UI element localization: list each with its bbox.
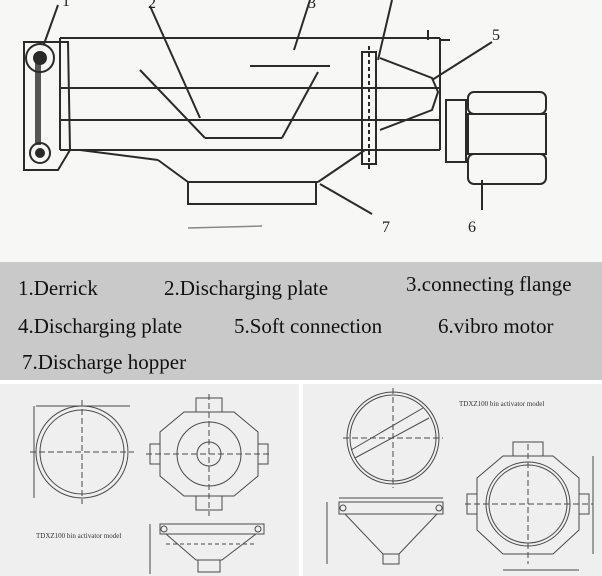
separator-vertical bbox=[299, 384, 303, 576]
inner-cone-right bbox=[281, 71, 319, 139]
inner-cone-left bbox=[139, 69, 206, 139]
legend-item-derrick: 1.Derrick bbox=[18, 276, 98, 300]
legend-item-vibro-motor: 6.vibro motor bbox=[438, 314, 554, 338]
drawing-left-svg: TDXZ100 bin activator model bbox=[30, 394, 272, 574]
legend-item-soft-connection: 5.Soft connection bbox=[234, 314, 383, 338]
derrick-wheel-bottom bbox=[29, 142, 51, 164]
legend-item-discharging-plate-2: 2.Discharging plate bbox=[164, 276, 329, 300]
hopper-left bbox=[157, 159, 189, 183]
callout-6: 6 bbox=[468, 219, 476, 236]
callout-2: 2 bbox=[148, 0, 156, 12]
separator bbox=[0, 380, 602, 384]
parts-legend: 1.Derrick 2.Discharging plate 3.connecti… bbox=[0, 262, 602, 380]
model-label-left: TDXZ100 bin activator model bbox=[36, 532, 121, 540]
callout-7: 7 bbox=[382, 219, 390, 236]
drawing-right-svg: TDXZ100 bin activator model bbox=[326, 388, 594, 571]
technical-drawing-left: TDXZ100 bin activator model bbox=[0, 384, 299, 576]
motor-mount bbox=[445, 99, 467, 163]
sketch-svg: 1 2 3 5 6 7 bbox=[23, 0, 547, 236]
vibro-motor-mid bbox=[467, 113, 547, 155]
derrick-wheel-top bbox=[25, 43, 55, 73]
hopper-right bbox=[317, 149, 366, 183]
legend-item-discharging-plate-4: 4.Discharging plate bbox=[18, 314, 183, 338]
legend-item-discharge-hopper: 7.Discharge hopper bbox=[22, 350, 187, 374]
callout-1: 1 bbox=[62, 0, 70, 10]
vibro-motor-bottom bbox=[467, 153, 547, 185]
callout-5: 5 bbox=[492, 27, 500, 44]
derrick-frame bbox=[23, 41, 72, 171]
bin-activator-sketch: 1 2 3 5 6 7 bbox=[0, 0, 602, 262]
vibro-motor-top bbox=[467, 91, 547, 115]
technical-drawing-right: TDXZ100 bin activator model bbox=[303, 384, 602, 576]
connecting-flange bbox=[361, 51, 377, 165]
callout-3: 3 bbox=[308, 0, 316, 12]
model-label-right: TDXZ100 bin activator model bbox=[459, 400, 544, 408]
hopper-outlet bbox=[187, 181, 317, 205]
legend-item-connecting-flange: 3.connecting flange bbox=[406, 272, 572, 296]
